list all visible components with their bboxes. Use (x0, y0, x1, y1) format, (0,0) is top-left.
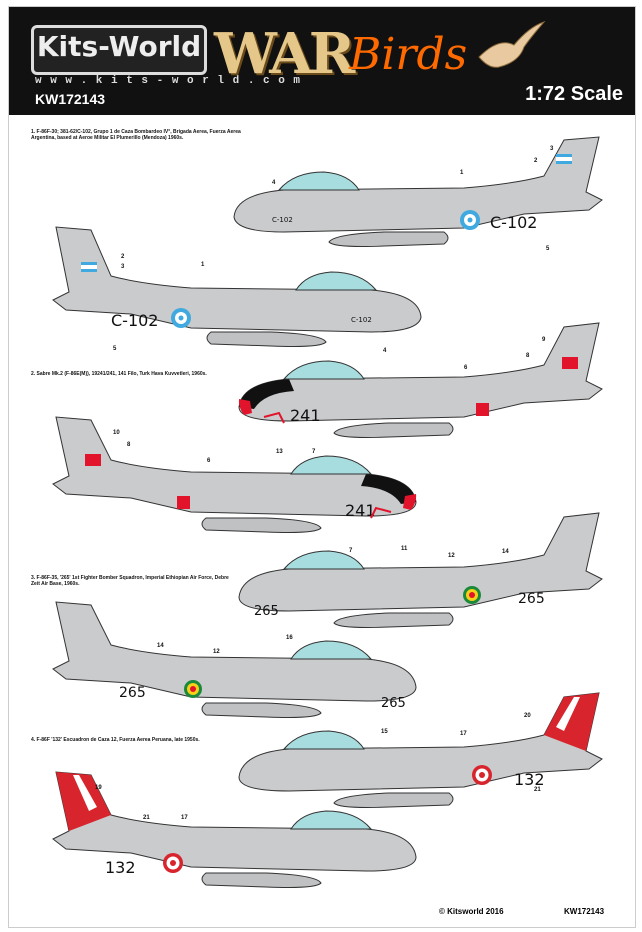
svg-text:3: 3 (550, 146, 554, 152)
svg-text:11: 11 (401, 546, 408, 552)
svg-text:4: 4 (272, 180, 276, 186)
serial-turkey: 241 (290, 406, 321, 425)
scale-label: 1:72 Scale (525, 83, 623, 105)
decal-sheet: Kits-World w w w . k i t s - w o r l d .… (8, 6, 636, 928)
serial-turkey-port: 241 (345, 501, 376, 520)
serial-ethiopia-port-nose: 265 (381, 696, 406, 711)
svg-text:8: 8 (127, 442, 131, 448)
copyright: © Kitsworld 2016 (439, 907, 504, 916)
svg-text:13: 13 (276, 449, 283, 455)
profile-peru-starboard: 132 17 20 21 (238, 692, 603, 808)
svg-text:19: 19 (95, 785, 102, 791)
caption-peru: 4. F-86F '132' Escuadron de Caza 12, Fue… (31, 737, 200, 743)
product-code: KW172143 (35, 91, 106, 107)
serial-peru: 132 (514, 770, 545, 789)
profile-turkey-starboard: 241 6 8 9 13 7 (238, 322, 603, 455)
serial-ethiopia-port: 265 (119, 685, 146, 701)
svg-text:2: 2 (534, 158, 538, 164)
svg-text:9: 9 (542, 337, 546, 343)
svg-text:21: 21 (143, 815, 150, 821)
serial-argentina-port: C-102 (111, 311, 158, 330)
svg-text:5: 5 (113, 346, 117, 352)
profile-ethiopia-starboard: 265 265 12 14 16 (238, 512, 603, 641)
svg-text:7: 7 (349, 548, 353, 554)
svg-text:6: 6 (464, 365, 468, 371)
serial-ethiopia: 265 (518, 591, 545, 607)
svg-text:3: 3 (121, 264, 125, 270)
profile-peru-port: 132 19 21 17 (52, 771, 417, 888)
profile-turkey-port: 241 6 8 10 7 11 (52, 416, 417, 554)
svg-text:14: 14 (157, 643, 164, 649)
serial-ethiopia-nose: 265 (254, 604, 279, 619)
footer-code: KW172143 (564, 907, 605, 916)
profile-argentina-starboard: C-102 C-102 4 1 2 3 5 (233, 136, 603, 252)
title-war: WAR (214, 21, 355, 87)
svg-text:10: 10 (113, 430, 120, 436)
svg-text:14: 14 (502, 549, 509, 555)
svg-text:1: 1 (460, 170, 464, 176)
serial-peru-port: 132 (105, 858, 136, 877)
website-url: w w w . k i t s - w o r l d . c o m (35, 75, 302, 87)
header-banner: Kits-World w w w . k i t s - w o r l d .… (9, 7, 635, 115)
serial-argentina-port-small: C-102 (351, 316, 372, 324)
svg-text:17: 17 (181, 815, 188, 821)
svg-text:8: 8 (526, 353, 530, 359)
svg-text:16: 16 (286, 635, 293, 641)
svg-text:7: 7 (312, 449, 316, 455)
brand-name: Kits-World (36, 30, 202, 63)
svg-text:12: 12 (213, 649, 220, 655)
svg-text:12: 12 (448, 553, 455, 559)
svg-text:5: 5 (546, 246, 550, 252)
caption-ethiopia: 3. F-86F-35, '265' 1st Fighter Bomber Sq… (31, 575, 229, 587)
serial-argentina: C-102 (490, 213, 537, 232)
svg-text:1: 1 (201, 262, 205, 268)
title-birds: Birds (349, 29, 468, 80)
svg-text:6: 6 (207, 458, 211, 464)
svg-text:21: 21 (534, 787, 541, 793)
svg-text:20: 20 (524, 713, 531, 719)
svg-text:15: 15 (381, 729, 388, 735)
serial-argentina-small: C-102 (272, 216, 293, 224)
pinup-figure-icon (478, 20, 546, 68)
caption-argentina: 1. F-86F-30; 381-62/C-102, Grupo 1 de Ca… (31, 129, 241, 141)
kits-world-logo: Kits-World (31, 25, 207, 75)
svg-text:4: 4 (383, 348, 387, 354)
svg-text:2: 2 (121, 254, 125, 260)
caption-turkey: 2. Sabre Mk.2 (F-86E(M)), 19241/241, 141… (31, 371, 207, 377)
profile-argentina-port: C-102 C-102 1 2 3 5 4 (52, 226, 422, 354)
svg-text:17: 17 (460, 731, 467, 737)
profile-ethiopia-port: 265 265 14 12 15 (52, 601, 417, 735)
